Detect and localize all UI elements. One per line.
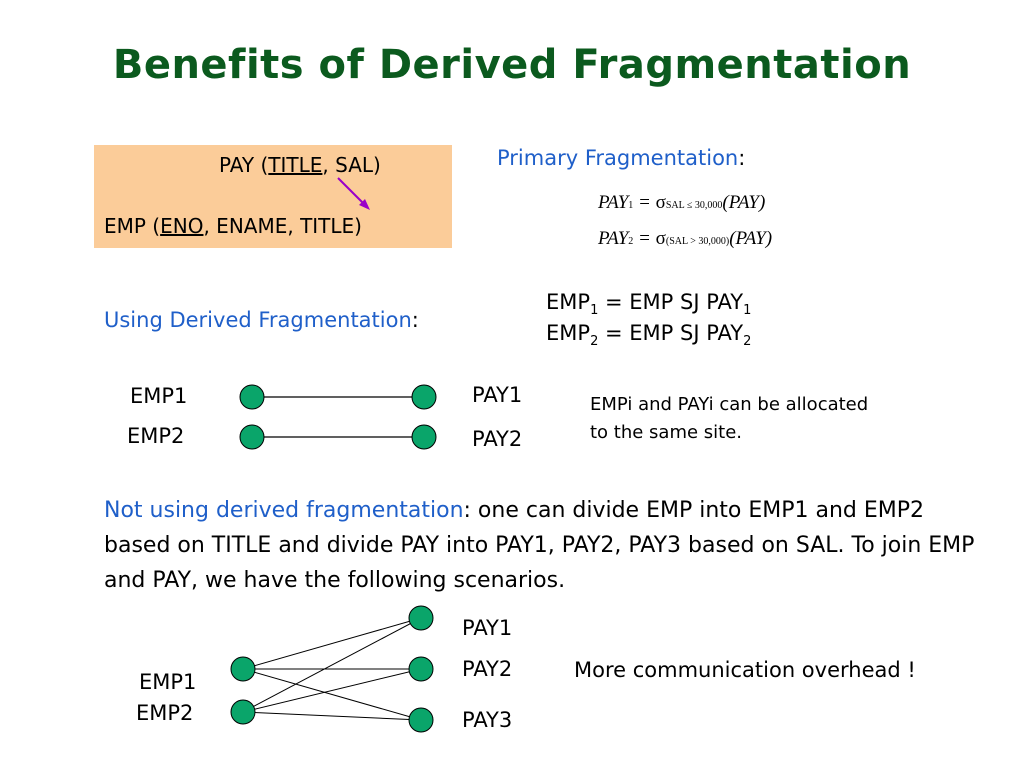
not-derived-paragraph: Not using derived fragmentation: one can… (104, 493, 994, 598)
formula2-lhs: PAY (598, 228, 629, 249)
colocation-note-line1: EMPi and PAYi can be allocated (590, 394, 869, 415)
graph1-node-emp1 (239, 384, 265, 410)
formula1-eq: = (638, 192, 651, 213)
primary-colon: : (738, 146, 746, 170)
derived-fragmentation-label: Using Derived Fragmentation (104, 308, 412, 332)
graph1-node-pay1 (411, 384, 437, 410)
emp-schema-rest: , ENAME, TITLE) (203, 214, 362, 238)
graph1-node-pay2 (411, 424, 437, 450)
schema-box (94, 145, 452, 248)
graph2-node-pay1 (408, 605, 434, 631)
pay-schema: PAY (TITLE, SAL) (219, 153, 381, 177)
graph2-node-emp2 (230, 699, 256, 725)
graph2-edge-emp2-pay3 (242, 711, 422, 721)
graph1-pay2-label: PAY2 (472, 427, 523, 451)
slide-title: Benefits of Derived Fragmentation (112, 42, 912, 88)
pay-schema-key: TITLE (268, 153, 323, 177)
graph2-pay1-label: PAY1 (462, 616, 513, 640)
graph2-node-emp1 (230, 656, 256, 682)
pay-schema-rest: , SAL) (322, 153, 381, 177)
graph1-pay1-label: PAY1 (472, 383, 523, 407)
primary-fragmentation-label: Primary Fragmentation (497, 146, 739, 170)
eq1-lhs: EMP (546, 290, 591, 314)
eq1-rsub: 1 (743, 303, 752, 319)
graph2-node-pay2 (408, 656, 434, 682)
eq1-lsub: 1 (590, 303, 599, 319)
graph1-emp2-label: EMP2 (127, 424, 185, 448)
derived-colon: : (411, 308, 419, 332)
derived-fragmentation-heading: Using Derived Fragmentation: (104, 308, 419, 332)
formula2-sub: 2 (628, 236, 634, 247)
graph2-edge-emp2-pay1 (242, 617, 422, 713)
foreign-key-arrowhead (359, 199, 370, 210)
formula2-arg: (PAY) (729, 228, 773, 249)
formula1-lhs: PAY (598, 192, 629, 213)
graph2-edge-emp2-pay2 (242, 668, 422, 713)
eq2-mid: = EMP SJ PAY (598, 321, 744, 345)
formula2-eq: = (638, 228, 651, 249)
overhead-note: More communication overhead ! (574, 658, 916, 682)
emp-schema: EMP (ENO, ENAME, TITLE) (104, 214, 362, 238)
foreign-key-arrow (337, 177, 367, 207)
formula2-cond: (SAL > 30,000) (665, 236, 730, 247)
not-derived-label: Not using derived fragmentation (104, 498, 464, 523)
formula1-sub: 1 (628, 200, 634, 211)
eq1-mid: = EMP SJ PAY (598, 290, 744, 314)
graph2-emp1-label: EMP1 (139, 670, 197, 694)
eq2-rsub: 2 (743, 334, 752, 350)
graph2-emp2-label: EMP2 (136, 701, 194, 725)
graph1-emp1-label: EMP1 (130, 384, 188, 408)
graph2-pay2-label: PAY2 (462, 657, 513, 681)
graph1-node-emp2 (239, 424, 265, 450)
graph2-node-pay3 (408, 707, 434, 733)
formula1-cond: SAL ≤ 30,000 (665, 200, 723, 211)
formula1-arg: (PAY) (722, 192, 766, 213)
graph2-pay3-label: PAY3 (462, 708, 513, 732)
emp-schema-prefix: EMP ( (104, 214, 161, 238)
eq2-lsub: 2 (590, 334, 599, 350)
colocation-note-line2: to the same site. (590, 422, 743, 443)
formula-pay2: PAY2 = σ(SAL > 30,000)(PAY) (598, 228, 772, 250)
graph2-edge-emp1-pay1 (242, 617, 422, 670)
pay-schema-prefix: PAY ( (219, 153, 269, 177)
primary-fragmentation-heading: Primary Fragmentation: (497, 146, 745, 170)
semijoin-eq2: EMP2 = EMP SJ PAY2 (546, 321, 751, 349)
graph2-edge-emp1-pay3 (242, 668, 422, 721)
formula-pay1: PAY1 = σSAL ≤ 30,000(PAY) (598, 192, 765, 214)
emp-schema-key: ENO (160, 214, 204, 238)
eq2-lhs: EMP (546, 321, 591, 345)
formula2-sigma: σ (655, 228, 666, 249)
semijoin-eq1: EMP1 = EMP SJ PAY1 (546, 290, 751, 318)
formula1-sigma: σ (655, 192, 666, 213)
not-derived-text: : one can divide EMP into EMP1 and EMP2 … (104, 498, 975, 593)
